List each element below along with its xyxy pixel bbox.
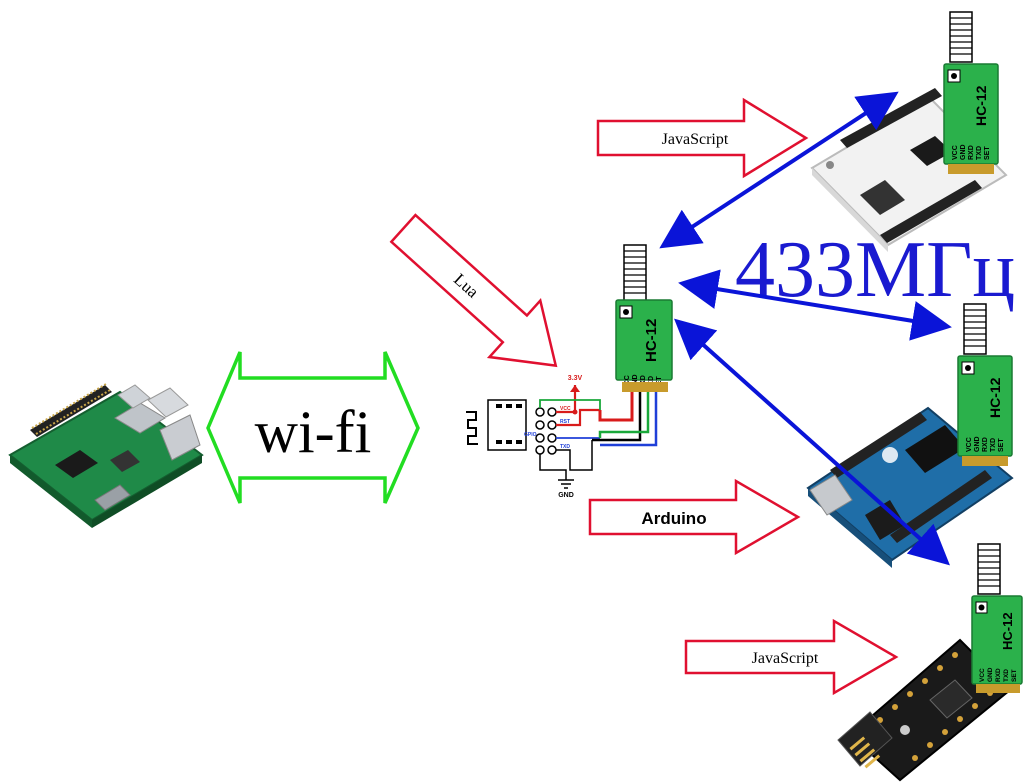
wifi-label: wi-fi	[255, 399, 372, 465]
javascript-top-arrow: JavaScript	[596, 97, 809, 179]
javascript-bottom-label: JavaScript	[752, 650, 819, 667]
ethernet-port	[159, 414, 201, 461]
javascript-top-label: JavaScript	[662, 131, 729, 148]
esp-pin-rst-label: RST	[560, 419, 570, 425]
javascript-bottom-arrow: JavaScript	[684, 618, 899, 696]
hc12-top-pin-vcc: VCC	[952, 145, 959, 160]
hc12-top-pin-rxd: RXD	[968, 145, 975, 160]
antenna-trace	[466, 411, 478, 445]
hc12-bottom-pin-rxd: RXD	[995, 668, 1002, 682]
hc12-middle-pin-gnd: GND	[974, 436, 981, 452]
esp8266-schematic: 3.3V GND VCC RST GPIO TXD	[466, 375, 658, 499]
esp-pin-header	[535, 407, 557, 455]
wifi-link-arrow: wi-fi	[206, 351, 420, 504]
hc12-middle-pin-rxd: RXD	[982, 437, 989, 452]
hc12-module-center: HC-12 VCC GND RXD TXD SET	[615, 244, 673, 392]
mcu-chip	[929, 679, 973, 719]
hc12-module-middle: HC-12 VCC GND RXD TXD SET	[957, 303, 1013, 466]
esp-pin-vcc-label: VCC	[560, 406, 571, 412]
reset-button-icon	[900, 725, 910, 735]
supply-arrow-icon	[570, 385, 580, 392]
hc12-module-bottom: HC-12 VCC GND RXD TXD SET	[971, 543, 1023, 693]
esp-pin-txd-label: TXD	[560, 444, 570, 450]
ground-icon	[558, 479, 574, 489]
hdmi-port	[94, 484, 131, 511]
lua-arrow: Lua	[389, 213, 558, 368]
hc12-middle-title: HC-12	[987, 377, 1003, 418]
espruino-pico-board	[837, 638, 1012, 782]
hc12-middle-pin-vcc: VCC	[966, 437, 973, 452]
ground-wire	[539, 454, 567, 480]
hc12-bottom-title: HC-12	[1000, 612, 1015, 650]
usb-contacts	[849, 736, 881, 769]
hc12-top-pin-gnd: GND	[960, 144, 967, 160]
supply-label: 3.3V	[568, 375, 583, 382]
hc12-center-title: HC-12	[643, 319, 660, 362]
hc12-bottom-pin-vcc: VCC	[979, 668, 986, 682]
usb-ports	[117, 384, 151, 409]
arduino-arrow: Arduino	[588, 478, 801, 556]
radio-link-bottom	[674, 318, 950, 566]
radio-link-top	[659, 91, 899, 249]
esp-pin-gpio-label: GPIO	[524, 432, 537, 438]
hc12-bottom-pin-txd: TXD	[1003, 669, 1010, 682]
ground-label: GND	[558, 492, 574, 499]
hc12-top-pin-set: SET	[984, 146, 991, 160]
hc12-middle-pin-txd: TXD	[990, 438, 997, 452]
radio-links	[659, 91, 952, 566]
raspberry-pi-board	[8, 383, 204, 528]
soc-chip	[55, 450, 98, 478]
hc12-top-title: HC-12	[973, 85, 989, 126]
hc12-top-pin-txd: TXD	[976, 146, 983, 160]
hc12-bottom-pin-set: SET	[1011, 669, 1018, 682]
arduino-label: Arduino	[641, 509, 706, 528]
hc12-bottom-pin-gnd: GND	[987, 667, 994, 682]
arduino-logo-icon	[882, 447, 898, 463]
hc12-middle-pin-set: SET	[998, 438, 1005, 452]
hc12-module-top: HC-12 VCC GND RXD TXD SET	[943, 11, 999, 174]
